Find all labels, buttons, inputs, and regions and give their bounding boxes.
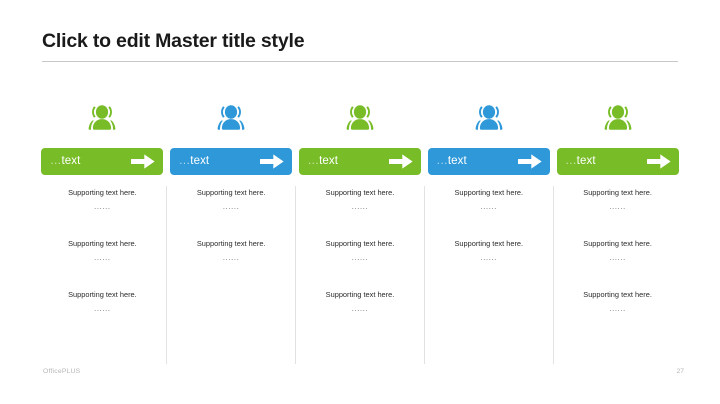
support-list: Supporting text here.......Supporting te…	[38, 188, 167, 342]
support-block: Supporting text here.......	[38, 239, 167, 291]
support-block: Supporting text here.......	[296, 290, 425, 342]
arrow-right-icon	[131, 154, 155, 169]
support-list: Supporting text here.......Supporting te…	[296, 188, 425, 342]
support-text-ellipsis: ......	[222, 253, 240, 263]
banner-label: ...text	[436, 154, 467, 167]
support-text-ellipsis: ......	[609, 253, 626, 263]
people-group-icon	[472, 92, 506, 144]
support-text-ellipsis: ......	[609, 202, 626, 212]
support-block: Supporting text here.......	[553, 290, 682, 342]
arrow-right-icon	[388, 154, 413, 169]
support-text: Supporting text here.	[325, 239, 395, 248]
page-title: Click to edit Master title style	[42, 30, 305, 52]
support-list: Supporting text here.......Supporting te…	[553, 188, 682, 342]
support-block: Supporting text here.......	[38, 290, 167, 342]
banner-button-5[interactable]: ...text	[556, 148, 679, 175]
people-group-icon	[214, 92, 248, 144]
support-text: Supporting text here.	[68, 239, 137, 248]
support-block: Supporting text here.......	[553, 188, 682, 240]
support-block: Supporting text here.......	[167, 239, 296, 291]
support-text-ellipsis: ......	[351, 304, 369, 314]
banner-label: ...text	[565, 154, 596, 167]
banner-label: ...text	[307, 154, 339, 167]
support-text: Supporting text here.	[196, 239, 266, 248]
arrow-right-icon	[260, 154, 284, 169]
support-block: Supporting text here.......	[296, 239, 425, 291]
support-text-ellipsis: ......	[609, 304, 626, 314]
support-list: Supporting text here.......Supporting te…	[424, 188, 553, 291]
support-text-ellipsis: ......	[351, 253, 369, 263]
support-text-ellipsis: ......	[94, 304, 111, 314]
support-block: Supporting text here.......	[424, 188, 553, 240]
support-text: Supporting text here.	[454, 239, 524, 248]
support-text-ellipsis: ......	[94, 202, 111, 212]
support-list: Supporting text here.......Supporting te…	[167, 188, 296, 291]
banner-button-4[interactable]: ...text	[427, 148, 550, 175]
arrow-right-icon	[646, 154, 671, 169]
support-text-ellipsis: ......	[351, 202, 369, 212]
footer-brand: OfficePLUS	[43, 368, 81, 375]
support-text: Supporting text here.	[325, 188, 395, 197]
support-block: Supporting text here.......	[296, 188, 425, 240]
banner-button-3[interactable]: ...text	[298, 148, 421, 175]
support-text-ellipsis: ......	[94, 253, 111, 263]
support-text: Supporting text here.	[583, 239, 652, 248]
support-text-ellipsis: ......	[480, 253, 498, 263]
title-divider	[42, 61, 678, 62]
support-text: Supporting text here.	[454, 188, 524, 197]
people-group-icon	[601, 92, 635, 144]
support-text: Supporting text here.	[68, 290, 137, 299]
banner-label: ...text	[50, 154, 81, 167]
banner-button-2[interactable]: ...text	[170, 148, 293, 175]
support-block: Supporting text here.......	[424, 239, 553, 291]
support-block: Supporting text here.......	[553, 239, 682, 291]
support-text-ellipsis: ......	[222, 202, 240, 212]
banner-label: ...text	[179, 154, 210, 167]
support-text: Supporting text here.	[583, 290, 652, 299]
support-text: Supporting text here.	[196, 188, 266, 197]
people-group-icon	[85, 92, 119, 144]
footer-page-number: 27	[676, 368, 684, 375]
banner-button-1[interactable]: ...text	[41, 148, 164, 175]
support-text: Supporting text here.	[325, 290, 395, 299]
people-group-icon	[343, 92, 377, 144]
arrow-right-icon	[517, 154, 542, 169]
support-block: Supporting text here.......	[38, 188, 167, 240]
support-text: Supporting text here.	[583, 188, 652, 197]
support-text: Supporting text here.	[68, 188, 137, 197]
support-text-ellipsis: ......	[480, 202, 498, 212]
support-block: Supporting text here.......	[167, 188, 296, 240]
